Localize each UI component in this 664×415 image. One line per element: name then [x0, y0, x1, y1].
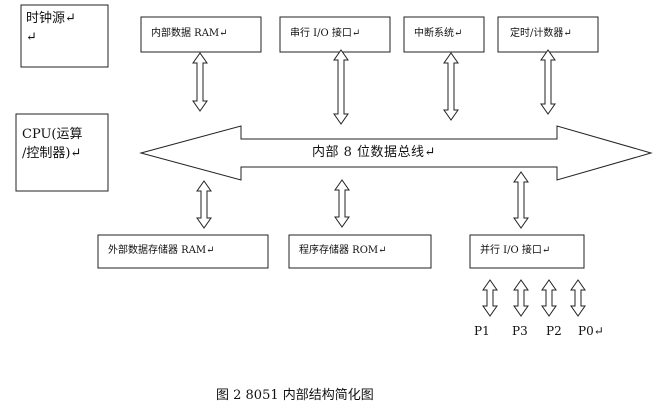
connector-external-ram — [196, 180, 212, 229]
interrupt-label: 中断系统↵ — [414, 28, 463, 39]
internal-bus-arrow — [139, 125, 653, 181]
serial-io-box — [279, 16, 391, 53]
figure-caption: 图 2 8051 内部结构简化图 — [216, 388, 374, 403]
clock-source-box — [20, 4, 109, 68]
connector-program-rom — [334, 179, 350, 228]
port-p2-label: P2 — [546, 324, 562, 338]
serial-io-label: 串行 I/O 接口↵ — [290, 28, 361, 39]
clock-source-label: 时钟源↵ ↵ — [26, 10, 106, 48]
clock-source-text: 时钟源↵ — [26, 11, 76, 26]
port-p1-arrow — [482, 279, 498, 317]
timer-box — [497, 16, 599, 53]
timer-label: 定时/计数器↵ — [510, 28, 572, 39]
connector-serial-io — [333, 49, 349, 125]
cpu-label-line2: /控制器)↵ — [22, 145, 82, 161]
connector-interrupt — [443, 52, 459, 121]
cpu-box — [15, 113, 109, 192]
interrupt-box — [403, 16, 485, 53]
clock-source-mark: ↵ — [26, 29, 37, 45]
port-p3-arrow — [513, 279, 529, 317]
cpu-label-line1: CPU(运算 — [22, 127, 83, 142]
internal-bus-label: 内部 8 位数据总线↵ — [312, 145, 436, 160]
internal-ram-label: 内部数据 RAM↵ — [151, 28, 228, 39]
internal-ram-box — [140, 16, 262, 53]
port-p3-label: P3 — [512, 324, 528, 338]
connector-timer — [540, 49, 556, 115]
port-p0-arrow — [570, 279, 586, 317]
port-p0-label: P0↵ — [578, 324, 604, 338]
connector-parallel-io — [513, 171, 529, 229]
port-p1-label: P1 — [474, 324, 490, 338]
external-ram-box — [97, 234, 269, 269]
program-rom-label: 程序存储器 ROM↵ — [299, 245, 387, 256]
parallel-io-label: 并行 I/O 接口↵ — [480, 245, 551, 256]
port-p2-arrow — [541, 279, 557, 317]
cpu-label: CPU(运算 /控制器)↵ — [22, 126, 106, 164]
external-ram-label: 外部数据存储器 RAM↵ — [108, 245, 215, 256]
program-rom-box — [288, 234, 432, 269]
connector-internal-ram — [192, 52, 208, 112]
parallel-io-box — [469, 234, 585, 269]
